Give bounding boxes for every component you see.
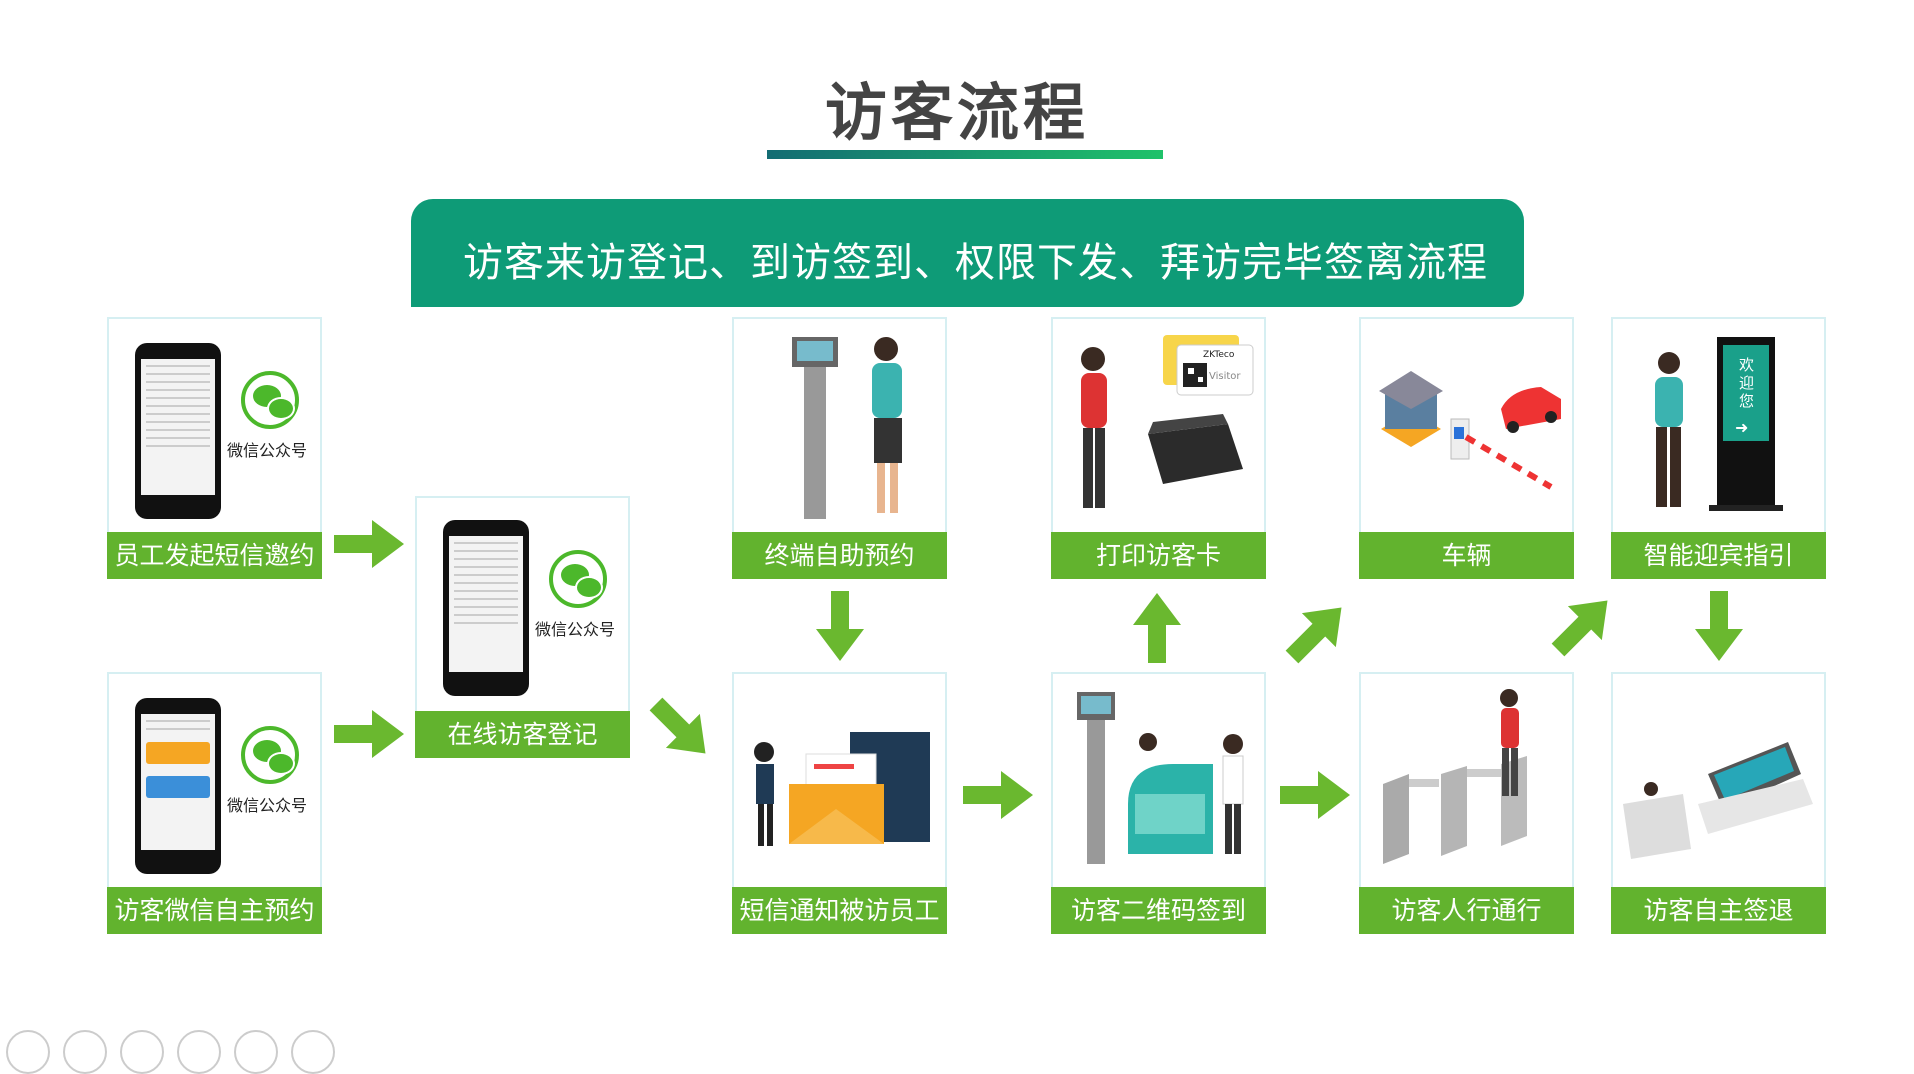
slide-grid-button[interactable] — [177, 1030, 221, 1074]
step-label: 访客自主签退 — [1611, 887, 1826, 934]
kiosk-person-illustration — [792, 337, 902, 519]
arrow-right-icon: ➜ — [1735, 418, 1748, 437]
step-label: 智能迎宾指引 — [1611, 532, 1826, 579]
printer-illustration: Visitor ZKTeco — [1081, 335, 1254, 508]
parking-gate-illustration — [1379, 371, 1561, 490]
more-options-button[interactable] — [291, 1030, 335, 1074]
arrow-down-icon — [816, 591, 864, 661]
reception-illustration — [1077, 692, 1244, 864]
step-pedestrian: 访客人行通行 — [1359, 672, 1574, 934]
zoom-button[interactable] — [234, 1030, 278, 1074]
step-label: 访客人行通行 — [1359, 887, 1574, 934]
visitor-card-text: Visitor — [1209, 371, 1241, 382]
title-underline — [767, 150, 1163, 159]
step-label: 在线访客登记 — [415, 711, 630, 758]
step-wechat-booking: 微信公众号 访客微信自主预约 — [107, 672, 322, 934]
turnstile-illustration — [1383, 689, 1527, 864]
arrow-right-icon — [963, 771, 1033, 819]
step-label: 访客二维码签到 — [1051, 887, 1266, 934]
next-slide-button[interactable] — [63, 1030, 107, 1074]
arrow-down-right-icon — [639, 687, 723, 771]
wechat-label: 微信公众号 — [535, 620, 616, 639]
step-label: 终端自助预约 — [732, 532, 947, 579]
step-terminal-booking: 终端自助预约 — [732, 317, 947, 579]
step-guide: ➜ 欢迎您 智能迎宾指引 — [1611, 317, 1826, 579]
pen-tool-button[interactable] — [120, 1030, 164, 1074]
page-title: 访客流程 — [824, 76, 1089, 149]
step-print-card: Visitor ZKTeco 打印访客卡 — [1051, 317, 1266, 579]
step-label: 短信通知被访员工 — [732, 887, 947, 934]
step-label: 访客微信自主预约 — [107, 887, 322, 934]
wechat-icon — [241, 726, 299, 784]
wechat-icon — [549, 550, 607, 608]
arrow-right-icon — [334, 710, 404, 758]
phone-illustration: 微信公众号 — [109, 674, 320, 885]
arrow-up-icon — [1133, 593, 1181, 663]
step-online-register: 微信公众号 在线访客登记 — [415, 496, 630, 758]
step-signout: 访客自主签退 — [1611, 672, 1826, 934]
signout-terminal-illustration — [1623, 742, 1813, 859]
arrow-right-icon — [1280, 771, 1350, 819]
prev-slide-button[interactable] — [6, 1030, 50, 1074]
phone-illustration: 微信公众号 — [417, 498, 628, 709]
step-sms-notify: 短信通知被访员工 — [732, 672, 947, 934]
brand-text: ZKTeco — [1203, 350, 1235, 360]
step-sms-invite: 微信公众号 员工发起短信邀约 — [107, 317, 322, 579]
welcome-kiosk-illustration: ➜ — [1655, 337, 1783, 511]
process-banner: 访客来访登记、到访签到、权限下发、拜访完毕签离流程 — [411, 199, 1524, 307]
arrow-up-right-icon — [1275, 590, 1359, 674]
step-label: 打印访客卡 — [1051, 532, 1266, 579]
envelope-illustration — [754, 732, 930, 846]
step-label: 车辆 — [1359, 532, 1574, 579]
step-vehicle: 车辆 — [1359, 317, 1574, 579]
arrow-up-right-icon — [1541, 583, 1625, 667]
arrow-right-icon — [334, 520, 404, 568]
wechat-icon — [241, 371, 299, 429]
step-qr-signin: 访客二维码签到 — [1051, 672, 1266, 934]
flow-arrows — [334, 520, 1743, 819]
phone-illustration: 微信公众号 — [109, 319, 320, 530]
kiosk-welcome-text: 欢迎您 — [1737, 357, 1755, 411]
arrow-down-icon — [1695, 591, 1743, 661]
wechat-label: 微信公众号 — [227, 796, 308, 815]
wechat-label: 微信公众号 — [227, 441, 308, 460]
step-label: 员工发起短信邀约 — [107, 532, 322, 579]
